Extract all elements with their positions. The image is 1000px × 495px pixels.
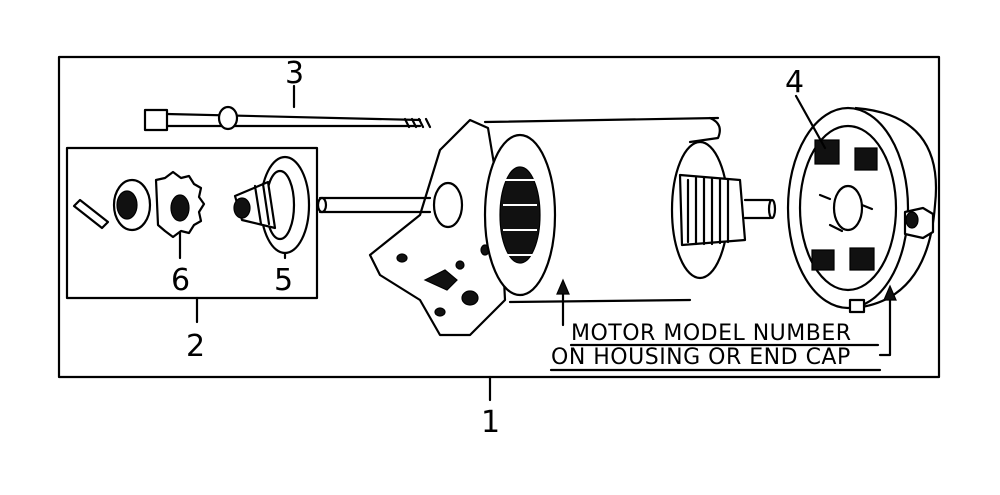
callout-drive-clutch: 5 bbox=[274, 263, 293, 298]
drive-clutch bbox=[233, 155, 311, 255]
commutator bbox=[670, 140, 777, 280]
drive-kit-frame bbox=[65, 146, 319, 300]
drive-pin bbox=[72, 198, 110, 230]
pinion-gear bbox=[154, 170, 206, 239]
armature-winding bbox=[483, 133, 557, 297]
through-bolt bbox=[143, 105, 432, 132]
callout-through-bolt: 3 bbox=[285, 56, 304, 91]
note-line-1: MOTOR MODEL NUMBER bbox=[571, 321, 852, 346]
retainer-collar bbox=[112, 178, 152, 232]
callout-brush-holder: 4 bbox=[785, 65, 804, 100]
callout-drive-kit: 2 bbox=[186, 329, 205, 364]
assembly-frame bbox=[57, 55, 941, 379]
armature-shaft bbox=[316, 181, 464, 229]
callout-assembly: 1 bbox=[481, 405, 500, 440]
motor-housing bbox=[483, 116, 721, 304]
end-cap bbox=[786, 106, 938, 314]
note-line-2: ON HOUSING OR END CAP bbox=[551, 345, 851, 370]
leader-lines bbox=[178, 84, 897, 402]
callout-pinion-gear: 6 bbox=[171, 263, 190, 298]
